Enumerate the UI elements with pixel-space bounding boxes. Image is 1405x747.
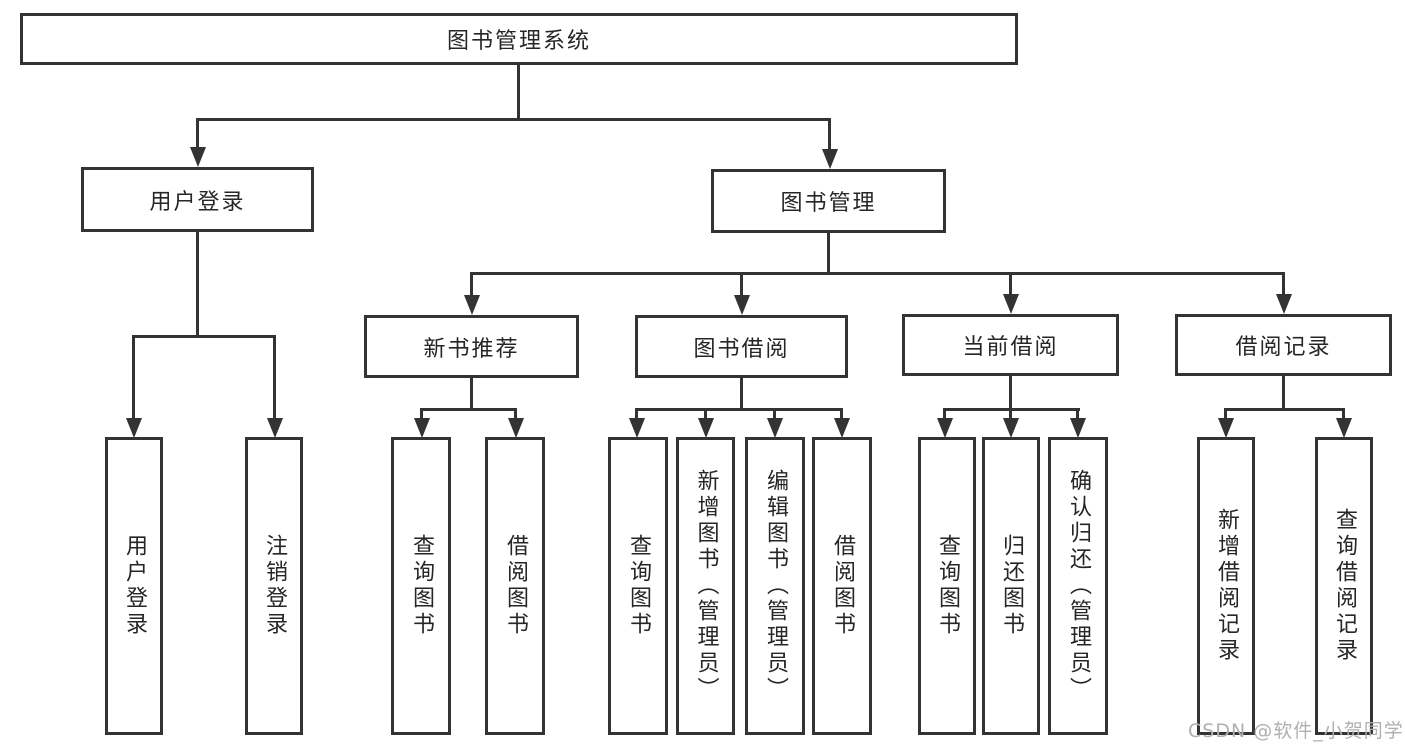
arrowhead-down-icon [1003, 294, 1019, 314]
node-user-login-label: 用户登录 [149, 189, 246, 215]
arrowhead-down-icon [834, 418, 850, 438]
connector-leaf-shaft [273, 335, 276, 420]
connector-root-bus [197, 118, 831, 121]
node-borrowing-records: 借阅记录 [1175, 314, 1392, 376]
connector-module-shaft [1282, 272, 1285, 298]
arrowhead-down-icon [767, 418, 783, 438]
connector-module-shaft [470, 272, 473, 298]
node-new-book-recommend-label: 新书推荐 [423, 336, 520, 362]
arrowhead-down-icon [629, 418, 645, 438]
node-book-management: 图书管理 [711, 169, 946, 233]
connector-leaf-shaft [1342, 408, 1345, 422]
leaf-borrowing-query-books-label: 查询图书 [626, 534, 651, 638]
arrowhead-down-icon [734, 295, 750, 315]
leaf-recommend-query-books-label: 查询图书 [409, 534, 434, 638]
connector-borrowing-bus [635, 408, 843, 411]
connector-leaf-shaft [420, 408, 423, 422]
watermark: CSDN @软件_小贺同学 [1188, 720, 1404, 742]
arrowhead-down-icon [190, 147, 206, 167]
connector-recommend-bus [420, 408, 517, 411]
leaf-return-books: 归还图书 [982, 437, 1040, 735]
leaf-borrow-books: 借阅图书 [812, 437, 872, 735]
connector-leaf-shaft [514, 408, 517, 422]
leaf-recommend-query-books: 查询图书 [391, 437, 451, 735]
arrowhead-down-icon [1336, 418, 1352, 438]
leaf-add-books-admin-label: 新增图书（管理员） [693, 469, 719, 703]
arrowhead-down-icon [1218, 418, 1234, 438]
connector-mgmt-branch-stem [827, 233, 830, 275]
node-book-borrowing: 图书借阅 [635, 315, 848, 378]
connector-book-mgmt-shaft [828, 118, 831, 154]
arrowhead-down-icon [1070, 418, 1086, 438]
leaf-logout-login-label: 注销登录 [262, 534, 287, 638]
leaf-confirm-return-admin: 确认归还（管理员） [1048, 437, 1108, 735]
connector-leaf-shaft [1076, 408, 1079, 422]
connector-module-shaft [1009, 272, 1012, 298]
arrowhead-down-icon [937, 418, 953, 438]
connector-records-bus [1224, 408, 1344, 411]
node-current-borrowing: 当前借阅 [902, 314, 1119, 376]
leaf-borrowing-query-books: 查询图书 [608, 437, 668, 735]
connector-root-stem [517, 65, 520, 121]
arrowhead-down-icon [126, 418, 142, 438]
arrowhead-down-icon [1003, 418, 1019, 438]
connector-mgmt-branch-bus [470, 272, 1285, 275]
connector-current-stem [1009, 376, 1012, 411]
node-new-book-recommend: 新书推荐 [364, 315, 579, 378]
leaf-borrow-books-label: 借阅图书 [830, 534, 855, 638]
leaf-query-borrow-record: 查询借阅记录 [1315, 437, 1373, 735]
connector-recommend-stem [470, 378, 473, 411]
node-current-borrowing-label: 当前借阅 [962, 335, 1059, 360]
connector-leaf-shaft [1009, 408, 1012, 422]
connector-leaf-shaft [132, 335, 135, 420]
connector-user-login-shaft [196, 118, 199, 152]
connector-leaf-shaft [943, 408, 946, 422]
arrowhead-down-icon [414, 418, 430, 438]
node-book-borrowing-label: 图书借阅 [693, 336, 790, 362]
connector-user-branch-bus [132, 335, 276, 338]
leaf-recommend-borrow-books: 借阅图书 [485, 437, 545, 735]
leaf-current-query-books: 查询图书 [918, 437, 976, 735]
leaf-return-books-label: 归还图书 [999, 534, 1024, 638]
node-book-management-label: 图书管理 [780, 191, 877, 216]
leaf-add-borrow-record: 新增借阅记录 [1197, 437, 1255, 735]
node-root-label: 图书管理系统 [446, 29, 591, 54]
connector-records-stem [1282, 376, 1285, 411]
arrowhead-down-icon [267, 418, 283, 438]
leaf-add-borrow-record-label: 新增借阅记录 [1214, 508, 1239, 664]
connector-user-branch-stem [196, 232, 199, 338]
connector-leaf-shaft [840, 408, 843, 422]
leaf-edit-books-admin: 编辑图书（管理员） [745, 437, 805, 735]
arrowhead-down-icon [464, 295, 480, 315]
leaf-user-login: 用户登录 [105, 437, 163, 735]
connector-leaf-shaft [635, 408, 638, 422]
arrowhead-down-icon [822, 149, 838, 169]
leaf-logout-login: 注销登录 [245, 437, 303, 735]
leaf-add-books-admin: 新增图书（管理员） [676, 437, 735, 735]
leaf-recommend-borrow-books-label: 借阅图书 [503, 534, 528, 638]
node-borrowing-records-label: 借阅记录 [1235, 335, 1332, 360]
leaf-user-login-label: 用户登录 [122, 534, 147, 638]
connector-leaf-shaft [704, 408, 707, 422]
node-root: 图书管理系统 [20, 13, 1018, 65]
connector-leaf-shaft [1224, 408, 1227, 422]
arrowhead-down-icon [1276, 294, 1292, 314]
connector-leaf-shaft [773, 408, 776, 422]
leaf-query-borrow-record-label: 查询借阅记录 [1332, 508, 1357, 664]
connector-borrowing-stem [740, 378, 743, 411]
leaf-current-query-books-label: 查询图书 [935, 534, 960, 638]
arrowhead-down-icon [508, 418, 524, 438]
node-user-login: 用户登录 [81, 167, 314, 232]
leaf-confirm-return-admin-label: 确认归还（管理员） [1066, 469, 1091, 703]
leaf-edit-books-admin-label: 编辑图书（管理员） [763, 469, 788, 703]
arrowhead-down-icon [698, 418, 714, 438]
connector-module-shaft [740, 272, 743, 298]
